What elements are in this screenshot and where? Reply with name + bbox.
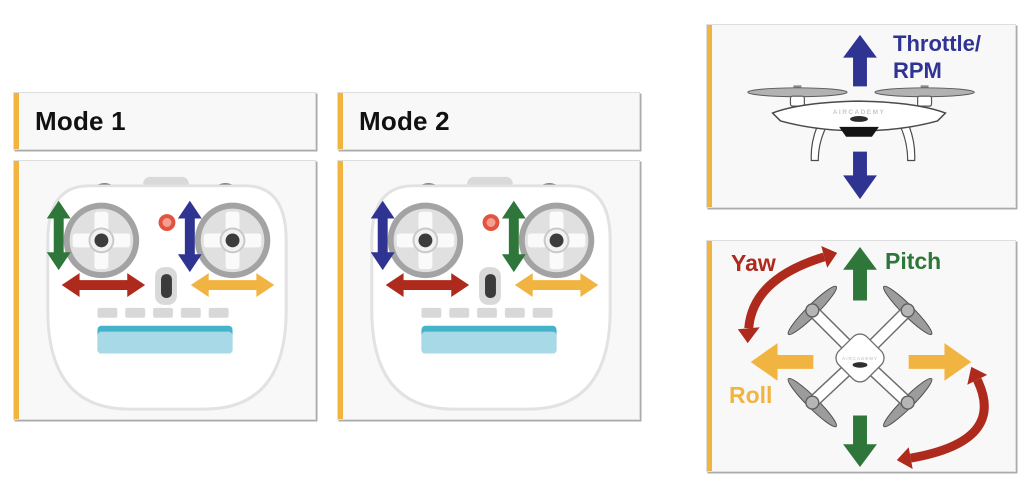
rc-transmitter: [46, 176, 288, 411]
yaw-rotation-arrow-top-left: [737, 245, 838, 344]
roll-left-arrow: [750, 343, 814, 381]
left-stick: [63, 202, 140, 279]
pitch-label: Pitch: [885, 248, 942, 274]
left-propeller: [747, 87, 848, 98]
mode1-title-card: Mode 1: [13, 92, 316, 150]
right-stick: [518, 202, 595, 279]
gimbal-lens: [850, 116, 868, 122]
pitch-down-arrow: [843, 415, 877, 468]
left-stick: [387, 202, 464, 279]
throttle-panel-card: AIRCADEMY Throttle/ RPM: [706, 24, 1016, 208]
accent-bar: [14, 93, 19, 149]
accent-bar: [14, 161, 19, 419]
mode1-left-stick-horizontal-arrow: [61, 273, 146, 297]
right-propeller: [874, 87, 975, 98]
accent-bar: [707, 25, 712, 207]
mode1-right-stick-horizontal-arrow: [190, 273, 275, 297]
mode2-left-stick-horizontal-arrow: [385, 273, 470, 297]
brand-text: AIRCADEMY: [842, 356, 878, 361]
gimbal-lens: [852, 362, 868, 368]
axes-panel-card: AIRCADEMY Yaw Pitch Roll: [706, 240, 1016, 472]
button-row: [97, 307, 229, 318]
accent-bar: [707, 241, 712, 471]
mode1-title: Mode 1: [35, 105, 126, 136]
mode2-title-card: Mode 2: [337, 92, 640, 150]
camera: [839, 126, 879, 137]
throttle-up-arrow: [843, 34, 877, 87]
mode1-controller-card: [13, 160, 316, 420]
throttle-rpm-label: Throttle/ RPM: [893, 31, 981, 83]
mode2-right-stick-horizontal-arrow: [514, 273, 599, 297]
mode1-left-stick-vertical-arrow: [46, 200, 71, 271]
axes-illustration: AIRCADEMY: [737, 245, 989, 470]
quadcopter-top-view: AIRCADEMY: [787, 285, 933, 428]
pitch-up-arrow: [843, 246, 877, 301]
mode2-controller-illustration: [370, 176, 612, 411]
yaw-label: Yaw: [731, 250, 776, 276]
yaw-rotation-arrow-bottom-right: [896, 366, 989, 470]
throttle-down-arrow: [843, 151, 877, 200]
roll-right-arrow: [908, 343, 972, 381]
brand-text: AIRCADEMY: [833, 109, 885, 116]
mode2-controller-card: [337, 160, 640, 420]
right-leg: [898, 122, 916, 162]
button-row: [421, 307, 553, 318]
mode1-controller-illustration: [46, 176, 288, 411]
right-stick: [194, 202, 271, 279]
mode2-title: Mode 2: [359, 105, 450, 136]
accent-bar: [338, 161, 343, 419]
accent-bar: [338, 93, 343, 149]
rc-transmitter: [370, 176, 612, 411]
left-leg: [810, 123, 829, 162]
drone-side-view: AIRCADEMY: [747, 85, 975, 162]
quad-body: [835, 333, 885, 383]
roll-label: Roll: [729, 382, 773, 408]
throttle-illustration: AIRCADEMY: [747, 34, 975, 200]
mode2-left-stick-vertical-arrow: [370, 200, 395, 271]
